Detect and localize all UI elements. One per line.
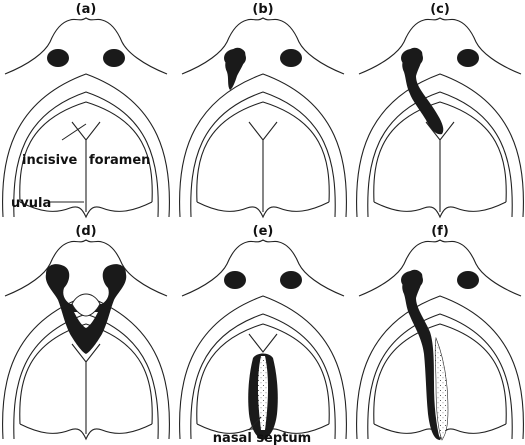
panel-e: (e) nasal septum (178, 224, 348, 445)
panel-label-f: (f) (431, 224, 449, 239)
nostrils (47, 49, 125, 67)
palatal-suture (248, 121, 278, 213)
nasal-septum-area (434, 336, 449, 441)
nasal-septum-area (258, 356, 268, 430)
nasal-septum-label: nasal septum (213, 431, 311, 445)
panel-d: (d) (1, 224, 171, 440)
palatal-suture (71, 343, 101, 435)
panel-label-a: (a) (76, 2, 97, 17)
nostrils (224, 271, 302, 289)
cleft-lip-and-primary-palate (402, 47, 444, 135)
premaxilla (71, 293, 101, 317)
panel-f: (f) (355, 224, 525, 441)
nasal-septum-pointer (248, 416, 262, 431)
foramen-label: foramen (89, 153, 150, 168)
panel-label-d: (d) (75, 224, 96, 239)
incisive-pointer (61, 123, 87, 141)
panel-a: (a) incisive foramen uvula (1, 2, 171, 218)
panel-label-b: (b) (252, 2, 273, 17)
panel-label-c: (c) (430, 2, 450, 17)
palatal-suture (248, 333, 278, 353)
palatal-suture (425, 121, 455, 213)
panel-b: (b) (178, 2, 348, 218)
cleft-lip-unilateral (225, 47, 246, 90)
panel-label-e: (e) (253, 224, 274, 239)
complete-unilateral-cleft (402, 269, 440, 440)
panel-c: (c) (355, 2, 525, 218)
incisive-label: incisive (22, 153, 78, 168)
uvula-label: uvula (11, 196, 51, 211)
